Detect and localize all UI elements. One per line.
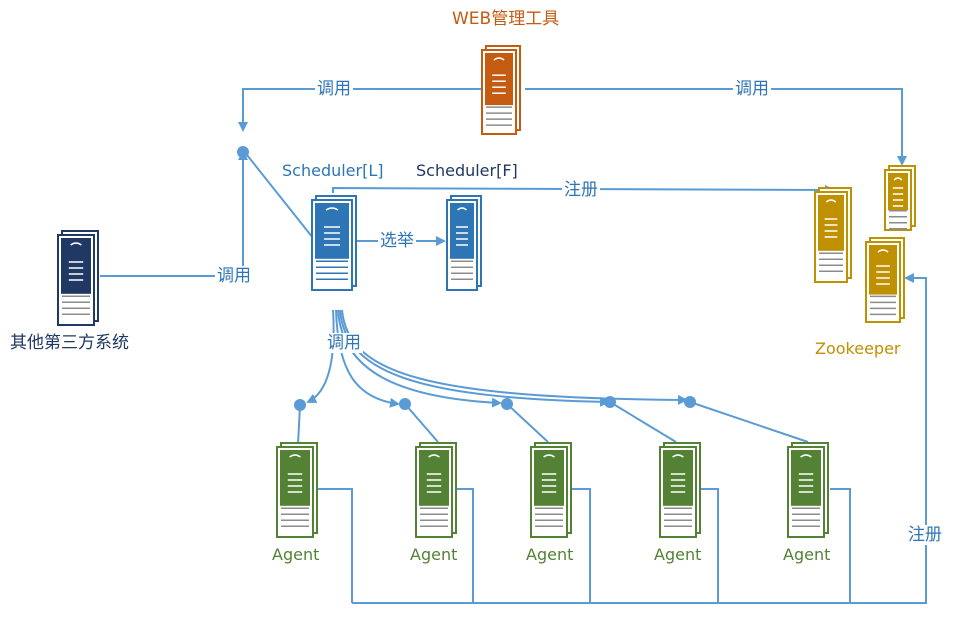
agent-label-2: Agent bbox=[410, 545, 458, 564]
third-party-label: 其他第三方系统 bbox=[10, 333, 129, 353]
junction-dots bbox=[237, 146, 696, 411]
scheduler-follower-label: Scheduler[F] bbox=[416, 161, 518, 180]
edge-call-agent-2 bbox=[335, 309, 400, 408]
edge-label-web-to-scheduler: 调用 bbox=[315, 79, 353, 99]
edge-agents-register-bus bbox=[352, 273, 927, 604]
edge-call-agent-5 bbox=[341, 309, 688, 405]
agent-label-3: Agent bbox=[526, 545, 574, 564]
agent-server-icon-3 bbox=[530, 442, 572, 538]
edge-junction-agent-5 bbox=[689, 401, 809, 443]
zookeeper-server-icon-3 bbox=[865, 237, 905, 323]
zookeeper-server-icon-1 bbox=[814, 187, 852, 283]
edge-label-web-to-zookeeper: 调用 bbox=[733, 79, 771, 99]
edge-label-third-party: 调用 bbox=[215, 266, 253, 286]
agent-server-icon-5 bbox=[787, 442, 829, 538]
edge-junction-agent-2 bbox=[404, 403, 439, 443]
edge-call-agent-1 bbox=[306, 309, 335, 403]
edge-web-to-scheduler bbox=[238, 88, 482, 132]
scheduler-leader-label: Scheduler[L] bbox=[282, 161, 384, 180]
edge-label-call-agents: 调用 bbox=[325, 333, 363, 353]
junction-dot-agent-5 bbox=[684, 396, 696, 408]
web-tool-server-icon bbox=[481, 45, 521, 135]
edge-scheduler-register bbox=[332, 184, 835, 195]
scheduler-leader-server-icon bbox=[311, 195, 357, 291]
edge-third-party-to-scheduler bbox=[100, 150, 248, 277]
edge-agent-4-register bbox=[700, 488, 719, 603]
agent-label-1: Agent bbox=[272, 545, 320, 564]
junction-dot-scheduler bbox=[237, 146, 249, 158]
agent-label-5: Agent bbox=[783, 545, 831, 564]
edge-agent-5-register bbox=[830, 488, 851, 603]
junction-dot-agent-4 bbox=[604, 396, 616, 408]
junction-dot-agent-3 bbox=[501, 398, 513, 410]
agent-server-icon-2 bbox=[415, 442, 457, 538]
edge-agent-3-register bbox=[572, 488, 591, 603]
server-nodes bbox=[57, 45, 916, 538]
scheduler-follower-server-icon bbox=[446, 195, 482, 291]
edge-agent-1-register bbox=[318, 488, 353, 603]
edge-web-to-zookeeper bbox=[525, 88, 907, 166]
agent-label-4: Agent bbox=[654, 545, 702, 564]
third-party-server-icon bbox=[57, 230, 99, 326]
agent-server-icon-4 bbox=[659, 442, 701, 538]
edge-junction-agent-1 bbox=[297, 404, 301, 446]
edge-label-agents-register: 注册 bbox=[906, 525, 944, 545]
web-tool-label: WEB管理工具 bbox=[452, 9, 560, 29]
junction-dot-agent-2 bbox=[399, 398, 411, 410]
junction-dot-agent-1 bbox=[294, 399, 306, 411]
edge-label-election: 选举 bbox=[378, 231, 416, 251]
edge-call-agent-3 bbox=[337, 309, 502, 408]
edge-label-scheduler-register: 注册 bbox=[562, 180, 600, 200]
zookeeper-server-icon-2 bbox=[884, 165, 916, 231]
zookeeper-label: Zookeeper bbox=[815, 339, 901, 358]
edge-junction-agent-3 bbox=[506, 403, 549, 443]
edge-agent-2-register bbox=[457, 488, 474, 603]
agent-server-icon-1 bbox=[276, 442, 318, 538]
edge-leader-to-junction bbox=[246, 154, 314, 239]
edge-junction-agent-4 bbox=[609, 401, 677, 443]
